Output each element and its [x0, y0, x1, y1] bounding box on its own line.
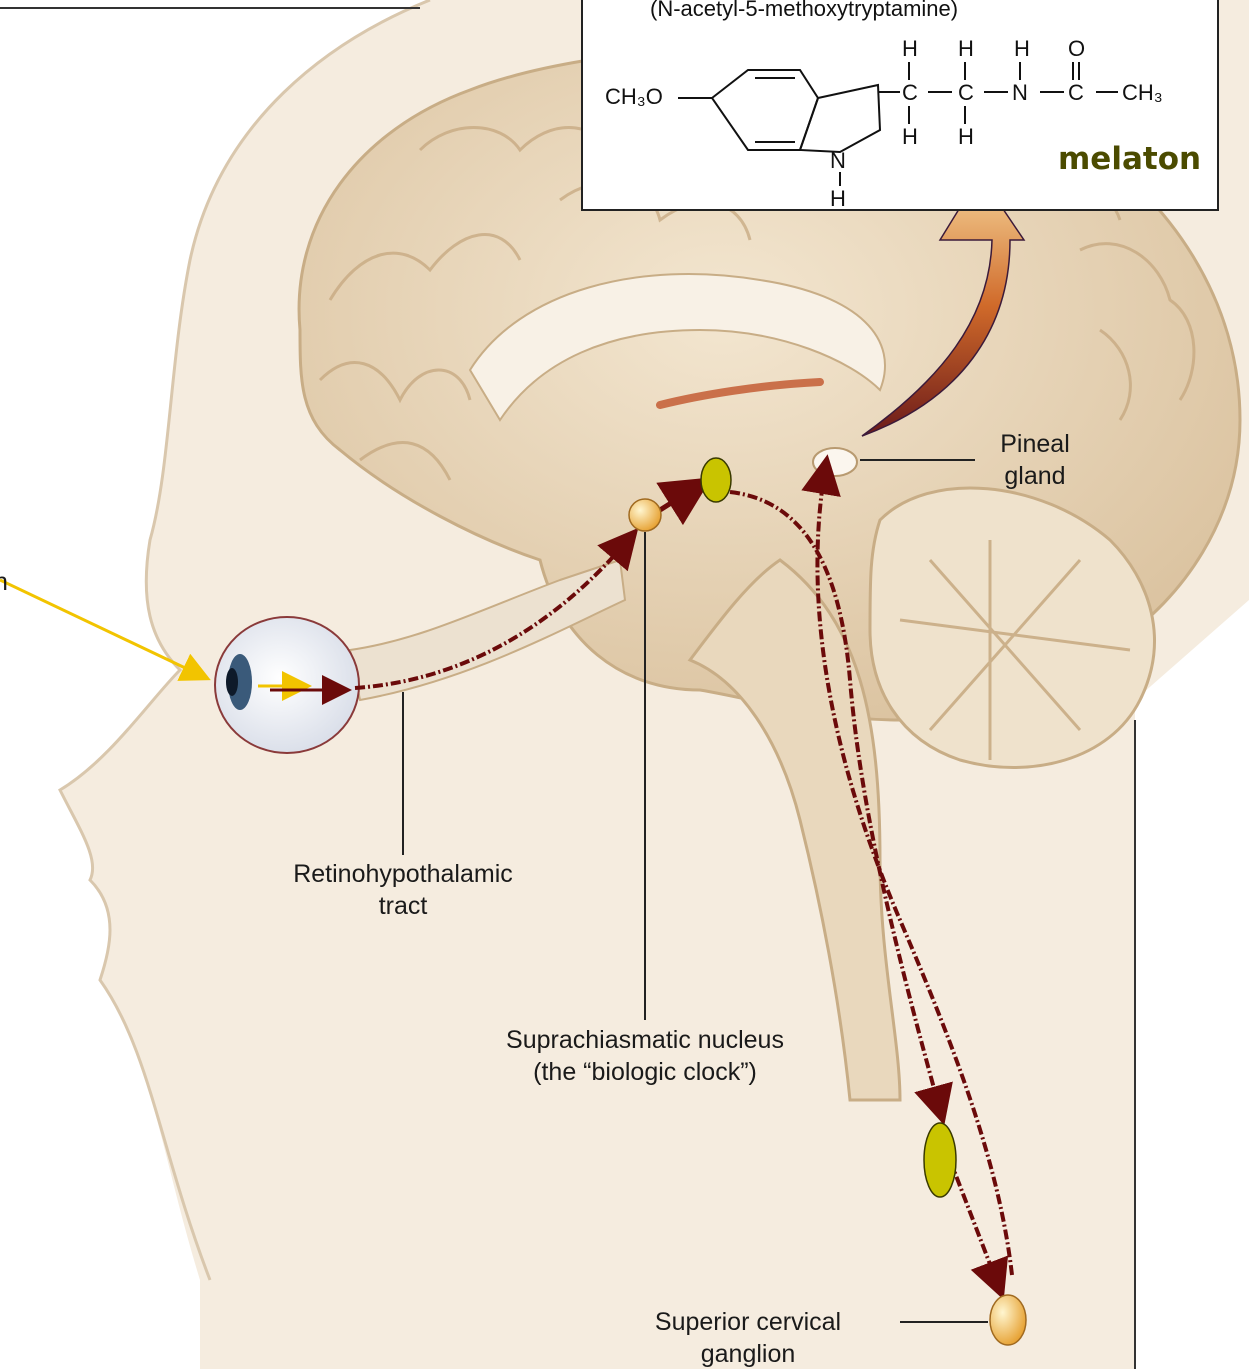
chain-h1-bottom: H: [902, 124, 918, 149]
ring-nitrogen-h: H: [830, 186, 846, 211]
melatonin-structure-box: (N-acetyl-5-methoxytryptamine) CH₃O N H …: [582, 0, 1218, 211]
chain-h2-top: H: [958, 36, 974, 61]
chain-c1: C: [902, 80, 918, 105]
chain-h1-top: H: [902, 36, 918, 61]
chain-h3-top: H: [1014, 36, 1030, 61]
scg-label-line2: ganglion: [701, 1340, 796, 1368]
pineal-label-line1: Pineal: [1000, 430, 1070, 458]
chain-carbonyl-c: C: [1068, 80, 1084, 105]
rht-label-line2: tract: [379, 892, 428, 920]
ring-nitrogen: N: [830, 148, 846, 173]
chain-h2-bottom: H: [958, 124, 974, 149]
scg-label-line1: Superior cervical: [655, 1308, 841, 1336]
chain-c2: C: [958, 80, 974, 105]
chain-nitrogen: N: [1012, 80, 1028, 105]
scn-label-line2: (the “biologic clock”): [533, 1058, 757, 1086]
rht-label-line1: Retinohypothalamic: [293, 860, 513, 888]
suprachiasmatic-node: [629, 499, 661, 531]
scn-label-line1: Suprachiasmatic nucleus: [506, 1026, 784, 1054]
methoxy-group: CH₃O: [605, 84, 663, 109]
chem-name: (N-acetyl-5-methoxytryptamine): [650, 0, 958, 21]
chain-oxygen: O: [1068, 36, 1085, 61]
pineal-label-line2: gland: [1004, 462, 1065, 490]
methyl-group: CH₃: [1122, 80, 1163, 105]
pineal-gland-shape: [813, 448, 857, 476]
left-edge-glyph: n: [0, 568, 8, 596]
spinal-relay-node: [924, 1123, 956, 1197]
superior-cervical-ganglion-node: [990, 1295, 1026, 1345]
pvn-node: [701, 458, 731, 502]
melatonin-label: melaton: [1058, 141, 1201, 177]
